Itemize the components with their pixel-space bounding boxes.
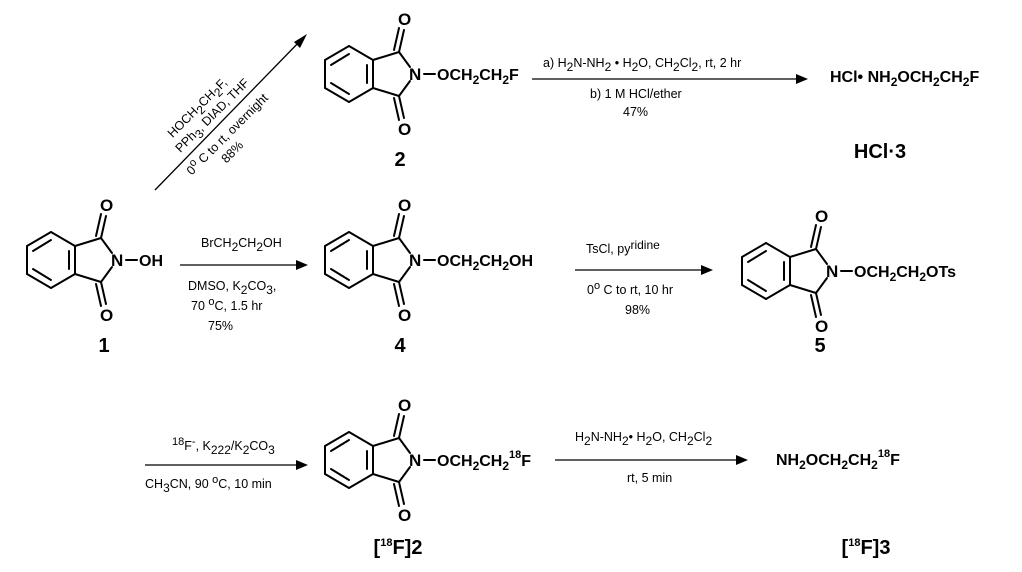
reaction-4-reagent: TsCl, pyridine xyxy=(586,238,660,256)
compound-18F-3-label: [18F]3 xyxy=(842,537,891,559)
compound-18F-2-substituent: OCH2CH218F xyxy=(437,449,531,473)
reaction-6-conditions: rt, 5 min xyxy=(627,471,672,485)
reaction-2-yield: 47% xyxy=(623,105,648,119)
compound-3-label: HCl·3 xyxy=(854,141,906,163)
compound-5-substituent: OCH2CH2OTs xyxy=(854,264,956,284)
compound-3-formula: HCl• NH2OCH2CH2F xyxy=(830,69,979,89)
reaction-2-line-1: a) H2N-NH2 • H2O, CH2Cl2, rt, 2 hr xyxy=(543,56,741,74)
compound-4-substituent: OCH2CH2OH xyxy=(437,253,533,273)
reaction-4-conditions: 0o C to rt, 10 hr xyxy=(587,280,673,297)
compound-1: OH xyxy=(26,195,163,326)
compound-4: OCH2CH2OH xyxy=(324,195,533,326)
compound-18F-2-label: [18F]2 xyxy=(374,537,423,559)
reaction-1-arrow xyxy=(154,37,304,191)
reaction-1-arrowhead xyxy=(294,34,307,48)
reaction-3-yield: 75% xyxy=(208,319,233,333)
compound-5: OCH2CH2OTs xyxy=(741,206,956,337)
compound-1-label: 1 xyxy=(98,335,109,357)
compound-18F-2: OCH2CH218F xyxy=(324,395,531,526)
compound-4-label: 4 xyxy=(394,335,406,357)
reaction-2-line-2: b) 1 M HCl/ether xyxy=(590,87,682,101)
compound-5-label: 5 xyxy=(814,335,825,357)
reaction-6-reagent: H2N-NH2• H2O, CH2Cl2 xyxy=(575,430,712,448)
compound-2-label: 2 xyxy=(394,149,405,171)
reaction-3-solvent: DMSO, K2CO3, xyxy=(188,279,276,297)
compound-1-substituent: OH xyxy=(139,253,163,270)
reaction-3-temp: 70 oC, 1.5 hr xyxy=(191,296,262,313)
reaction-3-reagent: BrCH2CH2OH xyxy=(201,236,282,254)
reaction-1-conditions: HOCH2CH2F, PPh3, DIAD, THF 0o C to rt, o… xyxy=(165,75,271,178)
compound-18F-3-formula: NH2OCH2CH218F xyxy=(776,448,900,472)
reaction-4-yield: 98% xyxy=(625,303,650,317)
compound-2-substituent: OCH2CH2F xyxy=(437,67,519,87)
compound-2: OCH2CH2F xyxy=(324,9,519,140)
reaction-5-reagent: 18F-, K222/K2CO3 xyxy=(172,436,275,457)
reaction-5-conditions: CH3CN, 90 oC, 10 min xyxy=(145,474,272,495)
